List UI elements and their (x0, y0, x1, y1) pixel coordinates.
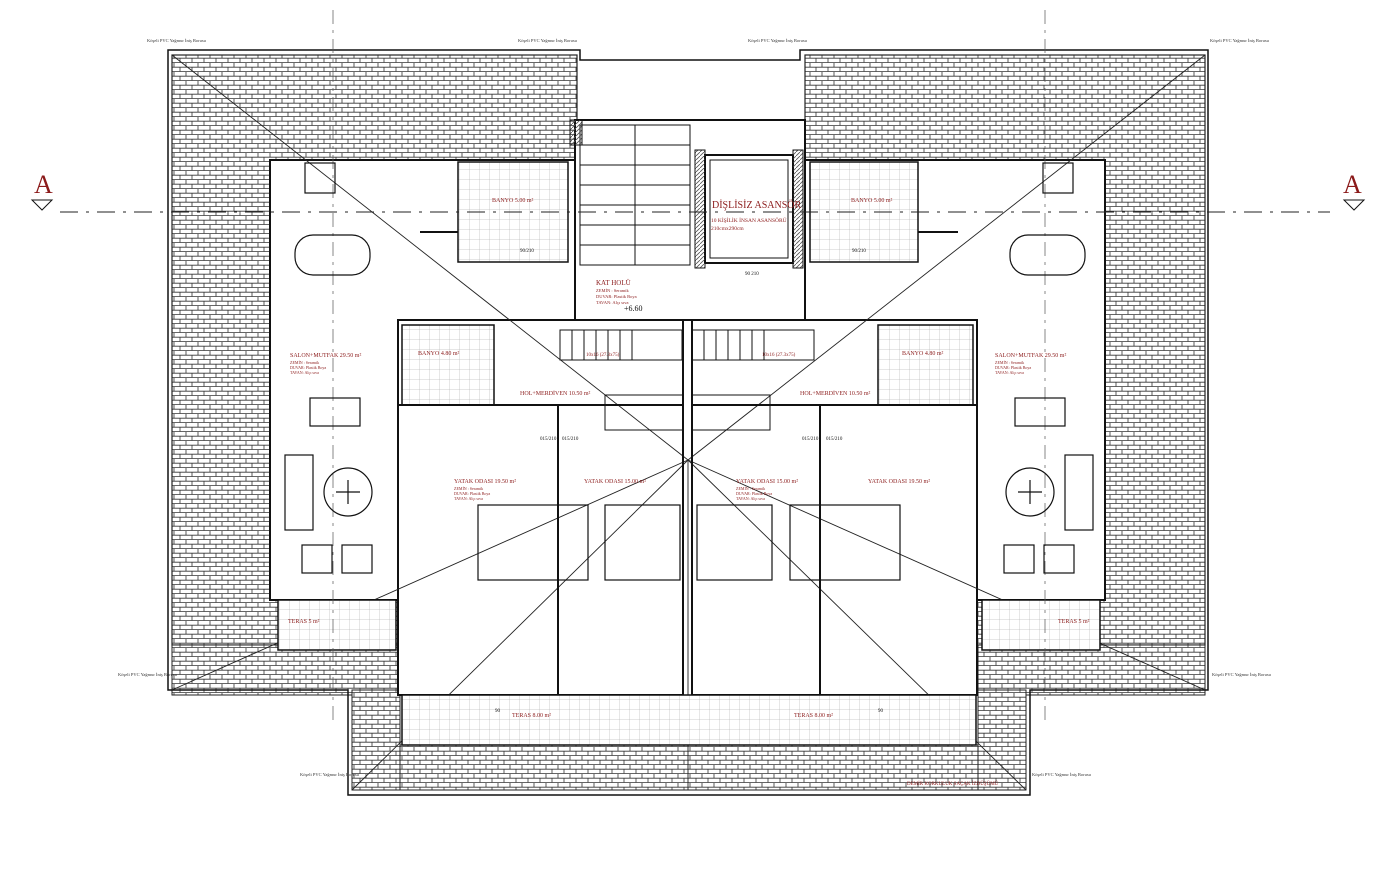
dimensions: 015/210 015/210 015/210 015/210 90/210 9… (495, 249, 884, 714)
svg-text:ZEMİN : Seramik: ZEMİN : Seramik (596, 288, 629, 293)
sofa-side-right-icon (1064, 454, 1094, 531)
upper-stair (569, 119, 691, 266)
interior-walls (398, 231, 977, 695)
svg-text:ZEMİN : Seramik: ZEMİN : Seramik (995, 360, 1024, 365)
finish-notes: ZEMİN : Seramik DUVAR: Plastik Boya TAVA… (290, 360, 1031, 501)
svg-text:Köşeli PVC Yağmur İniş Borusu: Köşeli PVC Yağmur İniş Borusu (118, 672, 178, 677)
lower-stairs (559, 329, 815, 431)
furniture (284, 162, 1094, 581)
svg-text:HOL+MERDİVEN 10.50 m²: HOL+MERDİVEN 10.50 m² (520, 390, 591, 397)
svg-text:YATAK ODASI 15.00 m²: YATAK ODASI 15.00 m² (736, 479, 798, 485)
terraces (277, 599, 1101, 746)
gutter-labels: Köşeli PVC Yağmur İniş Borusu Köşeli PVC… (118, 38, 1272, 777)
cooktop-left-icon (304, 162, 336, 194)
round-table-right-icon (1005, 467, 1055, 517)
dining-table-right-icon (1009, 234, 1086, 276)
svg-text:DUVAR: Plastik Boya: DUVAR: Plastik Boya (454, 491, 490, 496)
elevator-size: 210cmx290cm (711, 226, 744, 232)
svg-text:TERAS 8.00 m²: TERAS 8.00 m² (512, 713, 551, 719)
armchair-left-1-icon (301, 544, 333, 574)
bottom-note: DEMİR KORKULUK SAÇAK İZDÜŞÜMÜ (907, 781, 999, 787)
sofa-side-left-icon (284, 454, 314, 531)
svg-text:BANYO 5.00 m²: BANYO 5.00 m² (851, 198, 893, 204)
svg-text:015/210: 015/210 (562, 437, 579, 442)
svg-text:ZEMİN : Seramik: ZEMİN : Seramik (454, 486, 483, 491)
elevator-title: DİŞLİSİZ ASANSÖR (712, 199, 802, 211)
svg-text:Köşeli PVC Yağmur İniş Borusu: Köşeli PVC Yağmur İniş Borusu (1032, 772, 1092, 777)
section-marker-left-icon (30, 199, 54, 211)
svg-text:TAVAN: Alçı sıva: TAVAN: Alçı sıva (736, 496, 765, 501)
svg-text:90/210: 90/210 (852, 249, 866, 254)
elevator-capacity: 10 KİŞİLİK İNSAN ASANSÖRÜ (711, 217, 787, 224)
svg-text:Köşeli PVC Yağmur İniş Borusu: Köşeli PVC Yağmur İniş Borusu (1212, 672, 1272, 677)
kat-holu-label: KAT HOLÜ ZEMİN : Seramik DUVAR: Plastik … (596, 279, 637, 305)
svg-text:BANYO 4.80 m²: BANYO 4.80 m² (902, 351, 944, 357)
svg-text:015/210: 015/210 (826, 437, 843, 442)
rooms-left: SALON+MUTFAK 29.50 m² BANYO 5.00 m² BANY… (288, 198, 646, 719)
svg-text:DUVAR: Plastik Boya: DUVAR: Plastik Boya (995, 365, 1031, 370)
svg-text:YATAK ODASI 19.50 m²: YATAK ODASI 19.50 m² (454, 479, 516, 485)
svg-text:TAVAN: Alçı sıva: TAVAN: Alçı sıva (596, 300, 628, 305)
sofa-right-icon (1014, 397, 1066, 427)
armchair-left-2-icon (341, 544, 373, 574)
svg-text:90/210: 90/210 (520, 249, 534, 254)
svg-text:Köşeli PVC Yağmur İniş Borusu: Köşeli PVC Yağmur İniş Borusu (300, 772, 360, 777)
elevator-door-dim: 90 210 (745, 272, 759, 277)
rooms-right: SALON+MUTFAK 29.50 m² BANYO 5.00 m² BANY… (736, 198, 1090, 719)
dining-table-left-icon (294, 234, 371, 276)
section-label-right: A (1343, 170, 1362, 199)
svg-text:90: 90 (878, 709, 884, 714)
svg-text:ZEMİN : Seramik: ZEMİN : Seramik (290, 360, 319, 365)
bed-1-icon (477, 504, 589, 581)
level-marker: +6.60 (624, 304, 643, 313)
cooktop-right-icon (1042, 162, 1074, 194)
sofa-left-icon (309, 397, 361, 427)
svg-text:Köşeli PVC Yağmur İniş Borusu: Köşeli PVC Yağmur İniş Borusu (1210, 38, 1270, 43)
stair-labels: 10x16 (27.3x75) 10x16 (27.3x75) (586, 353, 796, 358)
bed-2-icon (604, 504, 681, 581)
svg-text:YATAK ODASI 19.50 m²: YATAK ODASI 19.50 m² (868, 479, 930, 485)
svg-text:90: 90 (495, 709, 501, 714)
svg-text:Köşeli PVC Yağmur İniş Borusu: Köşeli PVC Yağmur İniş Borusu (748, 38, 808, 43)
svg-text:HOL+MERDİVEN 10.50 m²: HOL+MERDİVEN 10.50 m² (800, 390, 871, 397)
svg-text:DUVAR: Plastik Boya: DUVAR: Plastik Boya (736, 491, 772, 496)
svg-text:KAT HOLÜ: KAT HOLÜ (596, 279, 631, 287)
svg-text:015/210: 015/210 (540, 437, 557, 442)
svg-text:015/210: 015/210 (802, 437, 819, 442)
svg-text:TERAS 5 m²: TERAS 5 m² (1058, 619, 1090, 625)
section-marker-right-icon (1342, 199, 1366, 211)
armchair-right-1-icon (1003, 544, 1035, 574)
svg-text:YATAK ODASI 15.00 m²: YATAK ODASI 15.00 m² (584, 479, 646, 485)
svg-text:Köşeli PVC Yağmur İniş Borusu: Köşeli PVC Yağmur İniş Borusu (147, 38, 207, 43)
svg-text:BANYO 5.00 m²: BANYO 5.00 m² (492, 198, 534, 204)
svg-text:DUVAR: Plastik Boya: DUVAR: Plastik Boya (290, 365, 326, 370)
svg-text:Köşeli PVC Yağmur İniş Borusu: Köşeli PVC Yağmur İniş Borusu (518, 38, 578, 43)
svg-text:BANYO 4.80 m²: BANYO 4.80 m² (418, 351, 460, 357)
svg-text:TAVAN: Alçı sıva: TAVAN: Alçı sıva (454, 496, 483, 501)
svg-text:TAVAN: Alçı sıva: TAVAN: Alçı sıva (290, 370, 319, 375)
bed-4-icon (789, 504, 901, 581)
svg-text:ZEMİN : Seramik: ZEMİN : Seramik (736, 486, 765, 491)
svg-text:SALON+MUTFAK 29.50 m²: SALON+MUTFAK 29.50 m² (290, 353, 361, 359)
elevator (694, 149, 804, 269)
svg-text:TERAS 5 m²: TERAS 5 m² (288, 619, 320, 625)
svg-text:DUVAR: Plastik Boya: DUVAR: Plastik Boya (596, 294, 637, 299)
roof-outline (167, 49, 1209, 796)
svg-text:10x16 (27.3x75): 10x16 (27.3x75) (586, 353, 620, 358)
armchair-right-2-icon (1043, 544, 1075, 574)
bed-3-icon (696, 504, 773, 581)
section-label-left: A (34, 170, 53, 199)
svg-text:10x16 (27.3x75): 10x16 (27.3x75) (762, 353, 796, 358)
svg-text:SALON+MUTFAK 29.50 m²: SALON+MUTFAK 29.50 m² (995, 353, 1066, 359)
svg-text:TAVAN: Alçı sıva: TAVAN: Alçı sıva (995, 370, 1024, 375)
round-table-left-icon (323, 467, 373, 517)
svg-text:TERAS 8.00 m²: TERAS 8.00 m² (794, 713, 833, 719)
